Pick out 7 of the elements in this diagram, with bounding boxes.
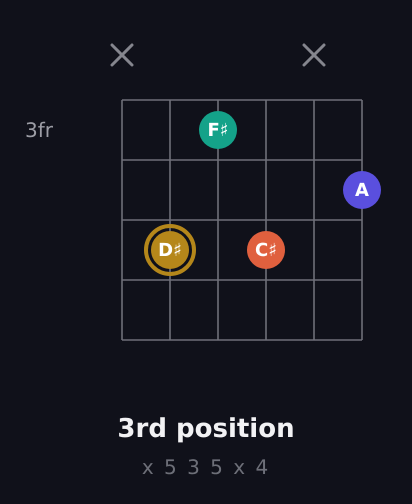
- note-dot: C♯: [247, 231, 285, 269]
- note-dot: A: [343, 171, 381, 209]
- chord-title: 3rd position: [117, 414, 295, 444]
- root-note-dot: D♯: [144, 224, 196, 276]
- fret-number-label: 3fr: [25, 118, 53, 142]
- fingering-caption: x 5 3 5 x 4: [142, 455, 270, 479]
- note-dot: F♯: [199, 111, 237, 149]
